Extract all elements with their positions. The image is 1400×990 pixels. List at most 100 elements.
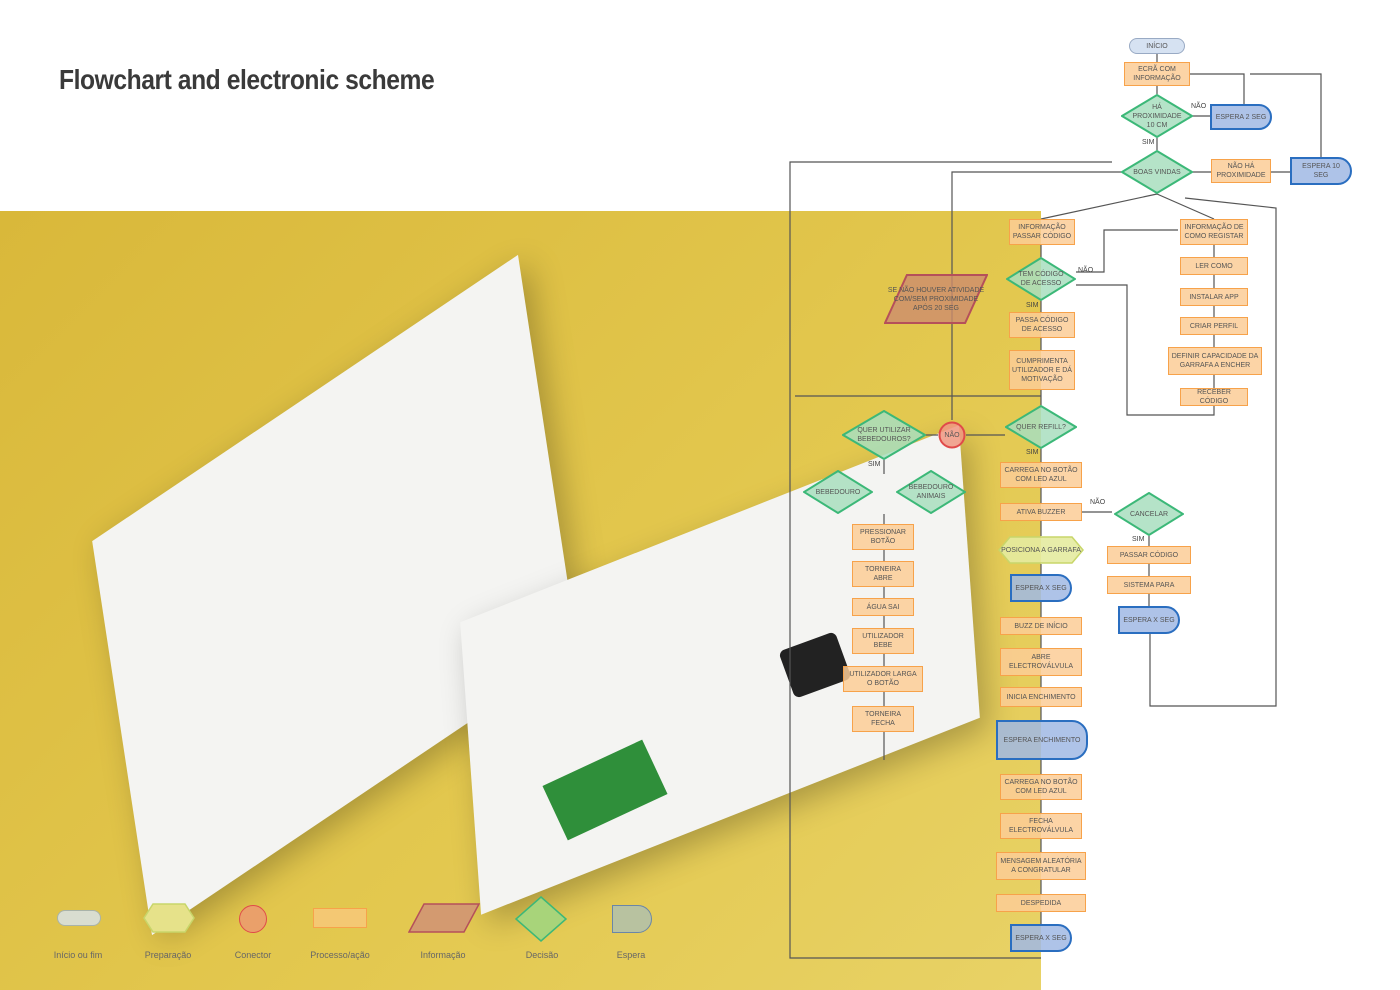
flowchart-diamond-boas: Boas vindas [1121,150,1193,194]
legend-wait: Espera [586,900,676,960]
node-label: Espera 2 seg [1215,113,1267,121]
legend-start-end: Início ou fim [33,900,123,960]
edge-label-nao: NÃO [1191,103,1207,110]
flowchart-process-mensagem: Mensagem aleatória a congratular [996,852,1086,880]
flowchart-process-carrega: Carrega no botão com led azul [1000,462,1082,488]
node-label: Água sai [866,603,900,611]
flowchart-process-receber: Receber código [1180,388,1248,406]
node-label: Fecha electroválvula [1008,818,1074,834]
flowchart-process-instalar: Instalar app [1180,288,1248,306]
node-label: Ativa buzzer [1016,508,1066,516]
node-label: Receber código [1197,389,1231,405]
node-label: Torneira fecha [864,711,902,727]
node-label: Pressionar botão [860,529,906,545]
flowchart-wait-esperaX3: Espera x seg [1118,606,1180,634]
flowchart-process-carrega2: Carrega no botão com led azul [1000,774,1082,800]
flowchart-diamond-bebedouro-animais: Bebedouro animais [896,470,966,514]
flowchart-process-sistema: Sistema para [1107,576,1191,594]
flowchart-info-se-nao: Se não houver atividade com/sem proximid… [884,274,988,324]
node-label: Cancelar [1129,510,1169,518]
node-label: Abre electroválvula [1008,654,1074,670]
flowchart-process-torneira-fecha: Torneira fecha [852,706,914,732]
node-label: Utilizador bebe [862,633,904,649]
node-label: Não há proximidade [1216,163,1266,179]
flowchart-wait-espera2: Espera 2 seg [1210,104,1272,130]
flowchart-process-despedida: Despedida [996,894,1086,912]
node-label: Espera x seg [1123,616,1175,624]
flowchart-process-fecha: Fecha electroválvula [1000,813,1082,839]
legend-preparation: Preparação [123,900,213,960]
flowchart-wait-espera-ench: Espera enchimento [996,720,1088,760]
node-label: Não [944,431,960,439]
flowchart-diamond-quer-refill: Quer refill? [1005,405,1077,449]
edge-label-sim: SIM [1132,536,1145,543]
flowchart-process-passar-codigo: Passar código [1107,546,1191,564]
node-label: Tem código de acesso [1018,271,1064,287]
node-label: Posiciona a garrafa [1001,546,1081,554]
flowchart-wait-espera10: Espera 10 seg [1290,157,1352,185]
edge-label-nao: NÃO [1090,499,1106,506]
flowchart-diamond-bebedouro: Bebedouro [803,470,873,514]
flowchart-process-agua: Água sai [852,598,914,616]
flowchart-process-torneira-abre: Torneira abre [852,561,914,587]
node-label: Mensagem aleatória a congratular [1000,858,1082,874]
node-label: Passar código [1119,551,1179,559]
flowchart-process-nao-ha: Não há proximidade [1211,159,1271,183]
flowchart-process-inicia: Inicia enchimento [1000,687,1082,707]
edge-label-nao: NÃO [1078,267,1094,274]
node-label: Passa código de acesso [1015,317,1069,333]
page-title: Flowchart and electronic scheme [59,64,435,95]
node-label: Carrega no botão com led azul [1004,779,1078,795]
node-label: Torneira abre [864,566,902,582]
node-label: Bebedouro [815,488,861,496]
flowchart-process-larga: Utilizador larga o botão [843,666,923,692]
flowchart-process-buzz: Buzz de início [1000,617,1082,635]
flowchart-process-pressionar: Pressionar botão [852,524,914,550]
flowchart-terminal-inicio: Início [1129,38,1185,54]
node-label: Carrega no botão com led azul [1004,467,1078,483]
node-label: Sistema para [1123,581,1175,589]
flowchart-process-info-passar: Informação passar código [1009,219,1075,245]
node-label: Espera enchimento [1003,736,1081,744]
flowchart-connector-nao-conn: Não [938,421,966,449]
flowchart-process-criar: Criar perfil [1180,317,1248,335]
node-label: Instalar app [1189,293,1239,301]
node-label: Boas vindas [1133,168,1181,176]
node-label: Despedida [1020,899,1062,907]
flowchart-process-passa-codigo: Passa código de acesso [1009,312,1075,338]
flowchart-process-info-registar: Informação de como registar [1180,219,1248,245]
edge-label-sim: SIM [1142,139,1155,146]
node-label: Ler como [1195,262,1233,270]
legend-connector: Conector [208,900,298,960]
node-label: Utilizador larga o botão [849,671,917,687]
flowchart-process-definir: Definir capacidade da garrafa a encher [1168,347,1262,375]
node-label: Ecrã com informação [1133,66,1181,82]
flowchart-diamond-quer-utilizar: Quer utilizar bebedouros? [842,410,926,460]
node-label: Há proximidade 10 cm [1132,103,1182,129]
flowchart-process-abre: Abre electroválvula [1000,648,1082,676]
flowchart-wait-esperaX2: Espera x seg [1010,924,1072,952]
flowchart-process-utilizador-bebe: Utilizador bebe [852,628,914,654]
flowchart-wait-esperaX1: Espera x seg [1010,574,1072,602]
edge-label-sim: SIM [1026,302,1039,309]
node-label: Cumprimenta utilizador e dá motivação [1012,357,1072,383]
node-label: Espera 10 seg [1302,163,1340,179]
edge-label-sim: SIM [868,461,881,468]
flowchart-process-ecra: Ecrã com informação [1124,62,1190,86]
legend-information: Informação [398,900,488,960]
node-label: Inicia enchimento [1006,693,1076,701]
node-label: Buzz de início [1014,622,1068,630]
node-label: Definir capacidade da garrafa a encher [1171,353,1259,369]
node-label: Espera x seg [1015,934,1067,942]
node-label: Bebedouro animais [908,484,954,500]
node-label: Se não houver atividade com/sem proximid… [887,286,985,312]
node-label: Espera x seg [1015,584,1067,592]
flowchart-process-ler-como: Ler como [1180,257,1248,275]
legend-decision: Decisão [497,896,587,960]
node-label: Quer utilizar bebedouros? [857,427,911,443]
flowchart-prep-posiciona: Posiciona a garrafa [998,536,1084,564]
flowchart-diamond-cancelar: Cancelar [1114,492,1184,536]
node-label: Informação passar código [1012,224,1072,240]
flowchart-process-ativa: Ativa buzzer [1000,503,1082,521]
